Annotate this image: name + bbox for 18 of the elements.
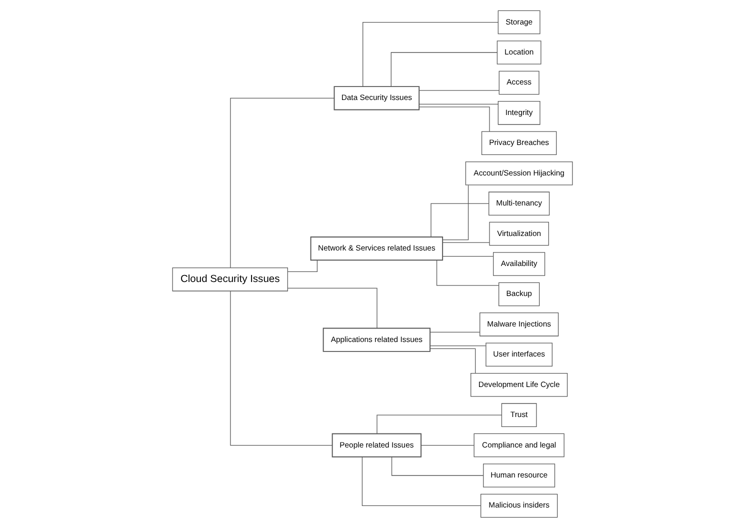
- connector: [390, 52, 497, 87]
- connector: [362, 22, 498, 87]
- connector: [230, 98, 334, 268]
- connector: [418, 90, 499, 91]
- connector: [436, 260, 499, 286]
- connector: [418, 106, 490, 132]
- connector: [442, 242, 490, 243]
- connector: [420, 444, 474, 446]
- connector: [230, 290, 332, 446]
- connector: [442, 256, 494, 257]
- connector: [390, 456, 484, 476]
- node-box: Cloud Security Issues: [172, 268, 288, 292]
- connector: [429, 348, 476, 374]
- connector: [376, 414, 502, 434]
- connector: [286, 288, 377, 328]
- connector: [361, 456, 481, 506]
- connector: [430, 203, 489, 238]
- connector: [442, 184, 468, 240]
